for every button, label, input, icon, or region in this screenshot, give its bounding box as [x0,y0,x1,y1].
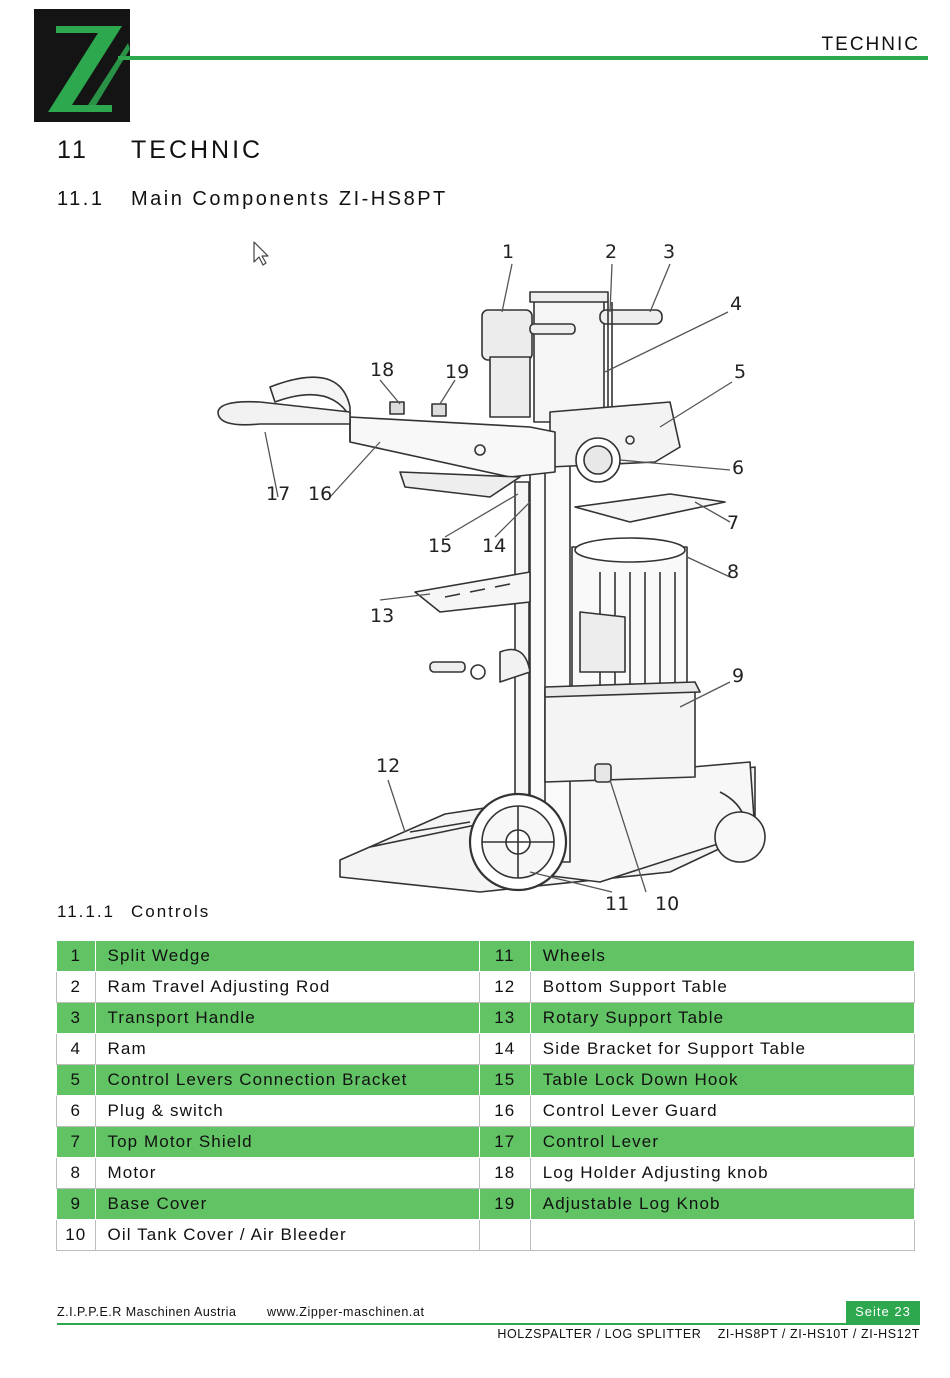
footer-page-number: Seite 23 [846,1301,920,1323]
subsection-number: 11.1.1 [57,902,116,921]
component-number: 10 [56,1219,96,1251]
callout-17: 17 [266,483,290,505]
component-number: 7 [56,1126,96,1158]
component-label: Control Lever [529,1126,916,1158]
component-label: Log Holder Adjusting knob [529,1157,916,1189]
component-label: Top Motor Shield [94,1126,480,1158]
callout-11: 11 [605,893,629,915]
callout-15: 15 [428,535,452,557]
section-heading: 11.1 Main Components ZI-HS8PT [57,188,448,211]
component-number: 3 [56,1002,96,1034]
component-number: 17 [478,1126,531,1158]
component-label: Wheels [529,940,916,972]
log-splitter-diagram: 1 2 3 4 5 6 7 8 9 10 11 12 13 14 15 16 1… [200,232,780,922]
callout-19: 19 [445,361,469,383]
component-label: Side Bracket for Support Table [529,1033,916,1065]
callout-5: 5 [734,361,746,383]
chapter-title: TECHNIC [131,136,264,164]
footer-rule [57,1323,920,1325]
callout-6: 6 [732,457,744,479]
callout-8: 8 [727,561,739,583]
component-label: Split Wedge [94,940,480,972]
cursor-icon [253,241,269,266]
component-number: 18 [478,1157,531,1189]
section-title: Main Components ZI-HS8PT [131,188,448,210]
log-splitter-drawing: 1 2 3 4 5 6 7 8 9 10 11 12 13 14 15 16 1… [217,241,766,915]
component-label: Table Lock Down Hook [529,1064,916,1096]
component-label: Plug & switch [94,1095,480,1127]
callout-9: 9 [732,665,744,687]
component-number: 11 [478,940,531,972]
component-number: 1 [56,940,96,972]
callout-10: 10 [655,893,679,915]
callout-3: 3 [663,241,675,263]
component-label: Oil Tank Cover / Air Bleeder [94,1219,480,1251]
component-number: 13 [478,1002,531,1034]
footer-company: Z.I.P.P.E.R Maschinen Austria [57,1305,237,1319]
component-label: Rotary Support Table [529,1002,916,1034]
callout-4: 4 [730,293,742,315]
component-label: Base Cover [94,1188,480,1220]
component-number: 19 [478,1188,531,1220]
component-label: Control Lever Guard [529,1095,916,1127]
component-number [478,1219,531,1251]
callout-12: 12 [376,755,400,777]
component-label: Ram [94,1033,480,1065]
callout-16: 16 [308,483,332,505]
component-number: 2 [56,971,96,1003]
callout-1: 1 [502,241,514,263]
component-number: 5 [56,1064,96,1096]
callout-18: 18 [370,359,394,381]
callout-7: 7 [727,512,739,534]
component-label: Motor [94,1157,480,1189]
chapter-heading: 11 TECHNIC [57,136,263,165]
header-rule [118,56,928,60]
zipper-logo-mark [48,26,130,112]
callout-13: 13 [370,605,394,627]
header-section-label: TECHNIC [821,34,920,55]
component-label: Adjustable Log Knob [529,1188,916,1220]
component-label: Ram Travel Adjusting Rod [94,971,480,1003]
subsection-title: Controls [131,902,211,921]
component-number: 14 [478,1033,531,1065]
callout-14: 14 [482,535,506,557]
component-label: Control Levers Connection Bracket [94,1064,480,1096]
component-number: 8 [56,1157,96,1189]
chapter-number: 11 [57,136,89,164]
section-number: 11.1 [57,188,105,210]
callout-2: 2 [605,241,617,263]
component-number: 9 [56,1188,96,1220]
component-number: 6 [56,1095,96,1127]
footer-website-link[interactable]: www.Zipper-maschinen.at [267,1305,425,1319]
component-number: 4 [56,1033,96,1065]
component-number: 12 [478,971,531,1003]
footer-product-line: HOLZSPALTER / LOG SPLITTER ZI-HS8PT / ZI… [497,1327,920,1341]
component-number: 16 [478,1095,531,1127]
component-label [529,1219,916,1251]
component-label: Bottom Support Table [529,971,916,1003]
company-logo [34,9,130,122]
subsection-heading: 11.1.1 Controls [57,902,210,922]
component-number: 15 [478,1064,531,1096]
component-label: Transport Handle [94,1002,480,1034]
